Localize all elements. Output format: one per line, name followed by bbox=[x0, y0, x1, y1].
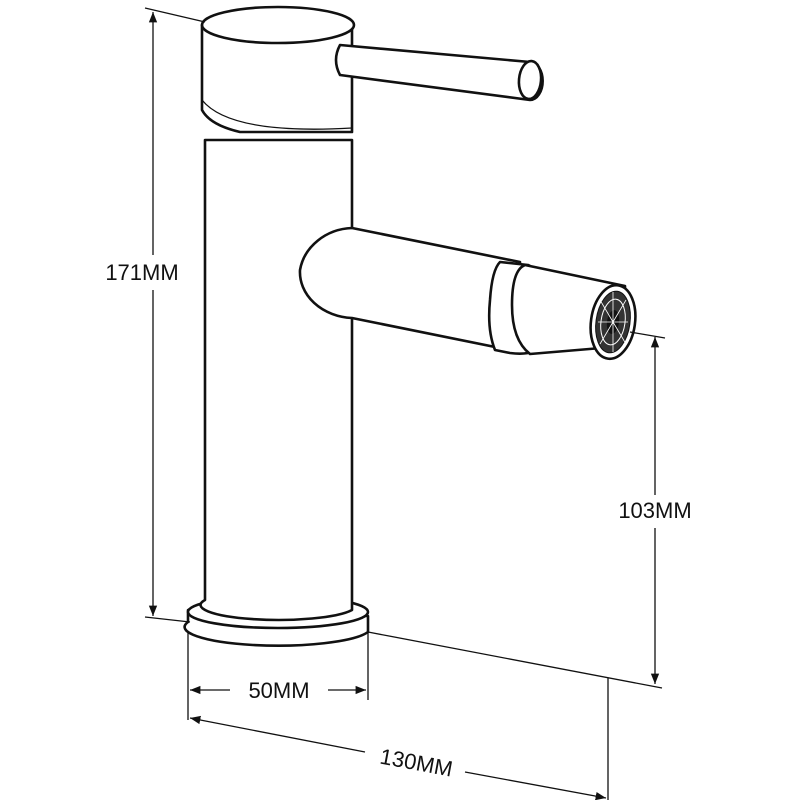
label-total-depth: 130MM bbox=[378, 744, 455, 782]
label-spout-height: 103MM bbox=[618, 498, 691, 523]
label-base-diameter: 50MM bbox=[248, 678, 309, 703]
aerator-mesh bbox=[595, 290, 631, 354]
faucet-handle bbox=[200, 5, 544, 134]
faucet-spout bbox=[298, 226, 637, 361]
dimension-height-total: 171MM bbox=[105, 7, 206, 623]
label-height-total: 171MM bbox=[105, 260, 178, 285]
dimension-spout-height: 103MM bbox=[367, 331, 692, 689]
dimension-base-diameter: 50MM bbox=[187, 632, 369, 720]
faucet-body bbox=[199, 138, 354, 622]
